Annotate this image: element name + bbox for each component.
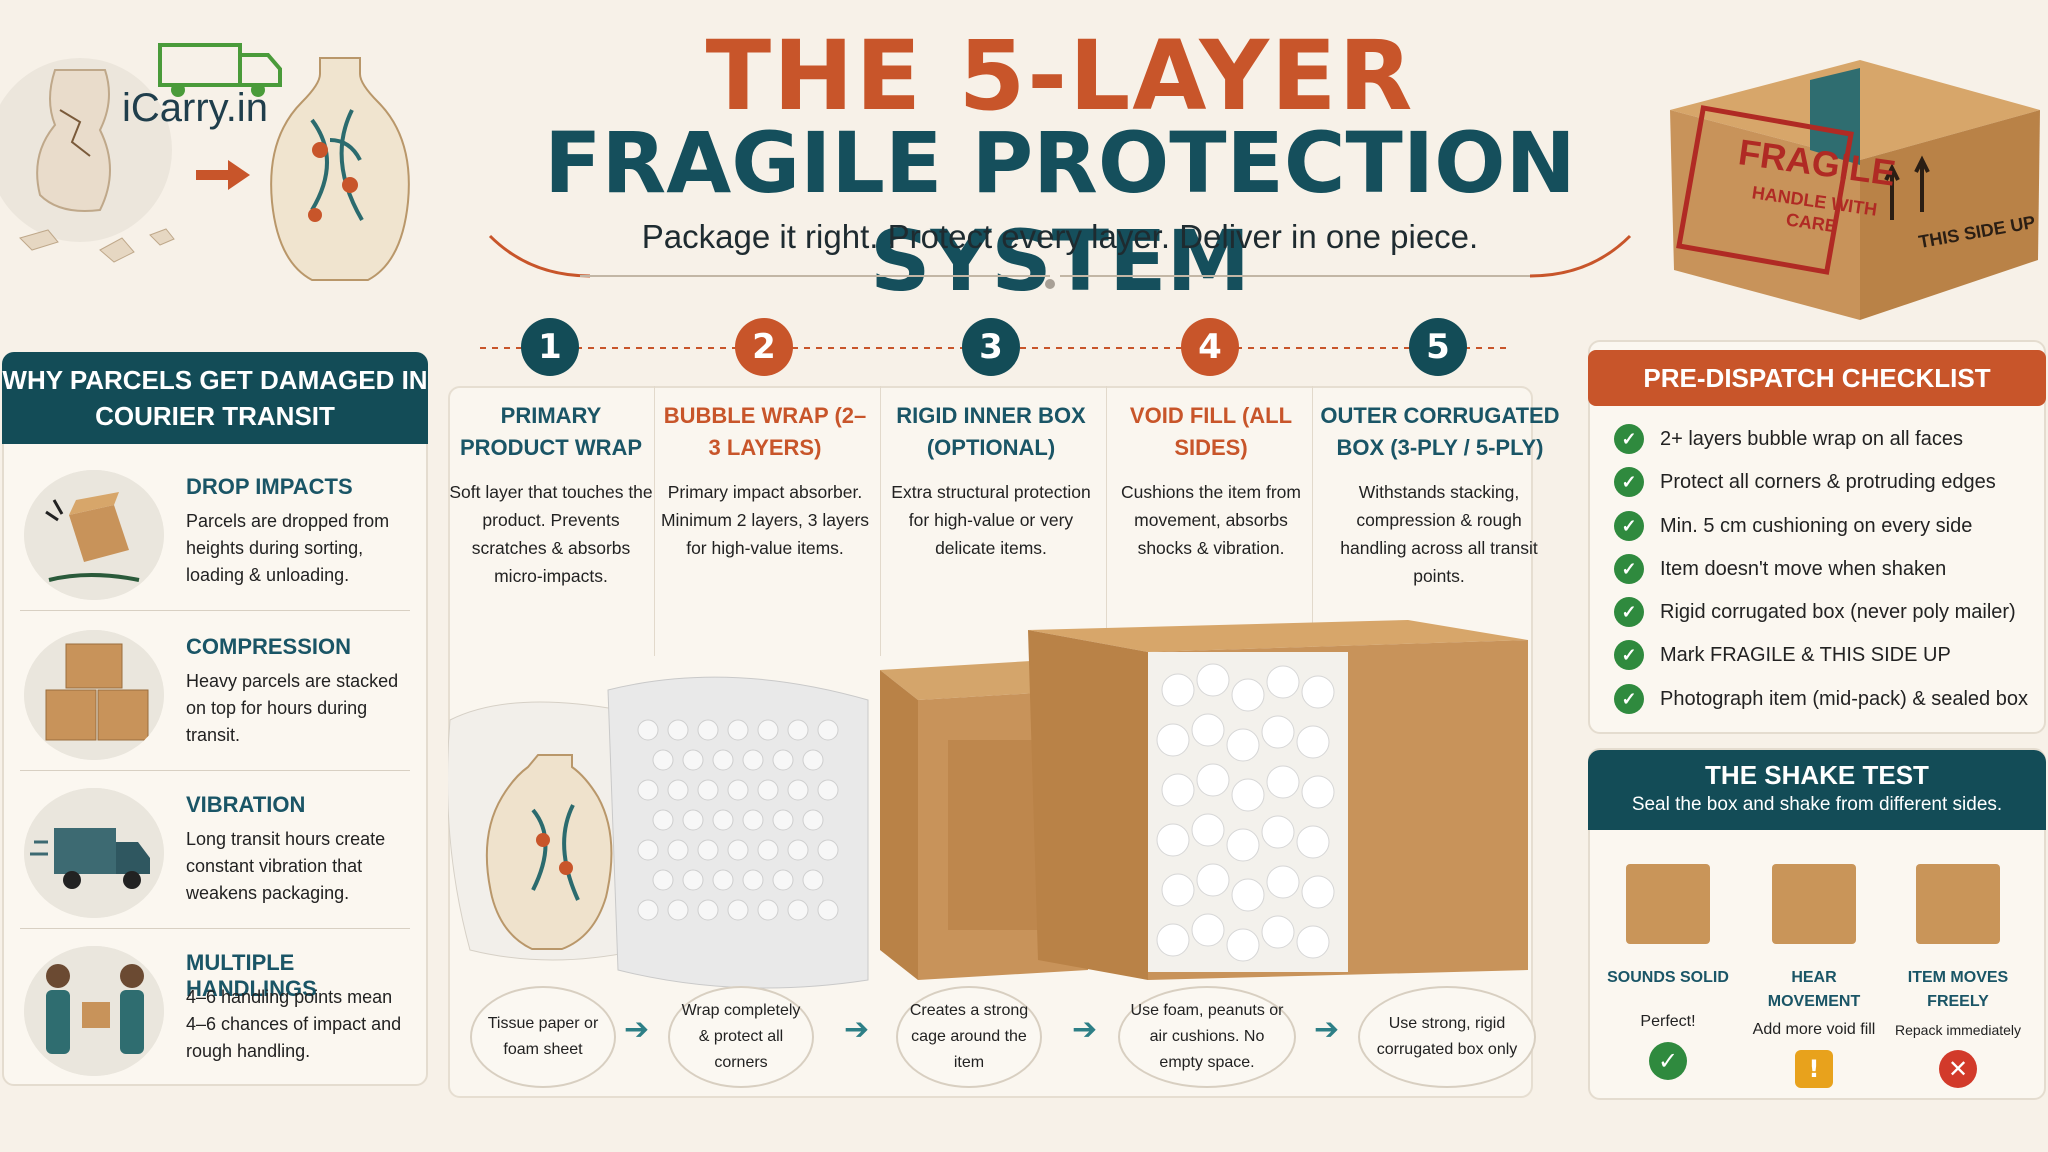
column-divider (1106, 386, 1107, 656)
box-icon (1772, 864, 1856, 944)
shake-result-movement: HEAR MOVEMENT Add more void fill ! (1744, 864, 1884, 1088)
delivery-truck-icon (24, 788, 164, 918)
shake-result-label: ITEM MOVES FREELY (1907, 969, 2009, 1010)
checklist-item-label: Rigid corrugated box (never poly mailer) (1660, 600, 2016, 623)
check-icon: ✓ (1614, 424, 1644, 454)
checklist-item-label: Protect all corners & protruding edges (1660, 470, 1996, 493)
layer-4-tip: Use foam, peanuts or air cushions. No em… (1118, 986, 1296, 1088)
flow-arrow-icon: ➔ (844, 1012, 870, 1047)
checklist-item-label: 2+ layers bubble wrap on all faces (1660, 427, 1963, 450)
check-icon: ✓ (1649, 1042, 1687, 1080)
layer-5-title: OUTER CORRUGATED BOX (3-PLY / 5-PLY) (1320, 403, 1560, 460)
layer-1-tip: Tissue paper or foam sheet (470, 986, 616, 1088)
damage-causes-title: WHY PARCELS GET DAMAGED IN COURIER TRANS… (2, 352, 428, 444)
checklist-item-label: Photograph item (mid-pack) & sealed box (1660, 687, 2028, 710)
shake-result-text: Add more void fill (1752, 1021, 1876, 1038)
warning-icon: ! (1795, 1050, 1833, 1088)
stacked-boxes-icon (24, 630, 164, 760)
shake-test-title: THE SHAKE TEST (1705, 760, 1929, 790)
falling-box-icon (24, 470, 164, 600)
check-icon: ✓ (1614, 640, 1644, 670)
layer-4-title: VOID FILL (ALL SIDES) (1129, 403, 1293, 460)
layer-5-tip: Use strong, rigid corrugated box only (1358, 986, 1536, 1088)
flow-arrow-icon: ➔ (1072, 1012, 1098, 1047)
checklist-item: ✓ 2+ layers bubble wrap on all faces (1614, 422, 1963, 456)
flow-arrow-icon: ➔ (1314, 1012, 1340, 1047)
cause-title: MULTIPLE HANDLINGS (186, 950, 317, 1001)
divider (20, 770, 410, 771)
shake-result-text: Perfect! (1640, 1013, 1696, 1030)
handover-icon (24, 946, 164, 1076)
layer-3-desc: Extra structural protection for high-val… (891, 482, 1091, 558)
step-connector (480, 347, 1510, 349)
decorative-laurel-divider (488, 234, 1632, 289)
layer-3-title: RIGID INNER BOX (OPTIONAL) (896, 403, 1086, 460)
tagline: Package it right. Protect every layer. D… (641, 218, 1479, 255)
cause-desc: 4–6 handling points mean 4–6 chances of … (186, 987, 402, 1061)
cause-desc: Heavy parcels are stacked on top for hou… (186, 671, 399, 745)
cause-desc: Long transit hours create constant vibra… (186, 829, 386, 903)
page-title-line-1: THE 5-LAYER (705, 20, 1415, 132)
logo-text: iCarry.in (122, 86, 268, 130)
cause-vibration: VIBRATION Long transit hours create cons… (14, 780, 414, 930)
checklist-item-label: Item doesn't move when shaken (1660, 557, 1947, 580)
shake-result-solid: SOUNDS SOLID Perfect! ✓ (1598, 864, 1738, 1080)
layer-2-desc: Primary impact absorber. Minimum 2 layer… (660, 482, 870, 558)
cross-icon: ✕ (1939, 1050, 1977, 1088)
checklist-item: ✓ Rigid corrugated box (never poly mailer… (1614, 595, 2016, 629)
cause-drop-impacts: DROP IMPACTS Parcels are dropped from he… (14, 462, 414, 612)
packaging-layers-illustration (448, 620, 1528, 989)
shake-result-text: Repack immediately (1894, 1022, 2022, 1038)
shake-result-label: SOUNDS SOLID (1607, 969, 1729, 986)
layer-2-title: BUBBLE WRAP (2–3 LAYERS) (663, 403, 867, 460)
cause-desc: Parcels are dropped from heights during … (186, 511, 390, 585)
step-5-badge: 5 (1409, 318, 1467, 376)
box-icon (1626, 864, 1710, 944)
check-icon: ✓ (1614, 684, 1644, 714)
check-icon: ✓ (1614, 597, 1644, 627)
layer-1-desc: Soft layer that touches the product. Pre… (449, 482, 653, 586)
layer-1-title: PRIMARY PRODUCT WRAP (459, 403, 643, 460)
step-3-badge: 3 (962, 318, 1020, 376)
check-icon: ✓ (1614, 467, 1644, 497)
checklist-item: ✓ Item doesn't move when shaken (1614, 552, 1946, 586)
layer-3-tip: Creates a strong cage around the item (896, 986, 1042, 1088)
checklist-item: ✓ Mark FRAGILE & THIS SIDE UP (1614, 638, 1951, 672)
checklist-item-label: Mark FRAGILE & THIS SIDE UP (1660, 643, 1951, 666)
shake-result-moves-freely: ITEM MOVES FREELY Repack immediately ✕ (1888, 864, 2028, 1088)
fragile-box-illustration (1670, 60, 2040, 320)
step-2-badge: 2 (735, 318, 793, 376)
layer-5-desc: Withstands stacking, compression & rough… (1340, 482, 1538, 586)
checklist-item: ✓ Photograph item (mid-pack) & sealed box (1614, 682, 2028, 716)
column-divider (1312, 386, 1313, 656)
flow-arrow-icon: ➔ (624, 1012, 650, 1047)
cause-title: VIBRATION (186, 792, 306, 817)
cause-compression: COMPRESSION Heavy parcels are stacked on… (14, 622, 414, 772)
broken-vs-intact-vase-illustration (0, 43, 410, 281)
checklist-title: PRE-DISPATCH CHECKLIST (1588, 350, 2046, 406)
column-divider (880, 386, 881, 656)
cause-multiple-handlings: MULTIPLE HANDLINGS 4–6 handling points m… (14, 938, 414, 1088)
shake-test-header (1588, 750, 2046, 830)
checklist-item: ✓ Protect all corners & protruding edges (1614, 465, 1996, 499)
box-icon (1916, 864, 2000, 944)
check-icon: ✓ (1614, 511, 1644, 541)
shake-result-label: HEAR MOVEMENT (1767, 969, 1861, 1010)
divider (20, 928, 410, 929)
cause-title: DROP IMPACTS (186, 474, 353, 499)
checklist-item-label: Min. 5 cm cushioning on every side (1660, 514, 1973, 537)
layer-4-desc: Cushions the item from movement, absorbs… (1121, 482, 1301, 558)
shake-test-subtitle: Seal the box and shake from different si… (1631, 794, 2003, 815)
layer-2-tip: Wrap completely & protect all corners (668, 986, 814, 1088)
step-4-badge: 4 (1181, 318, 1239, 376)
cause-title: COMPRESSION (186, 634, 352, 659)
check-icon: ✓ (1614, 554, 1644, 584)
step-1-badge: 1 (521, 318, 579, 376)
divider (20, 610, 410, 611)
column-divider (654, 386, 655, 656)
checklist-item: ✓ Min. 5 cm cushioning on every side (1614, 509, 1972, 543)
page-title-line-2: FRAGILE PROTECTION SYSTEM (544, 114, 1576, 310)
